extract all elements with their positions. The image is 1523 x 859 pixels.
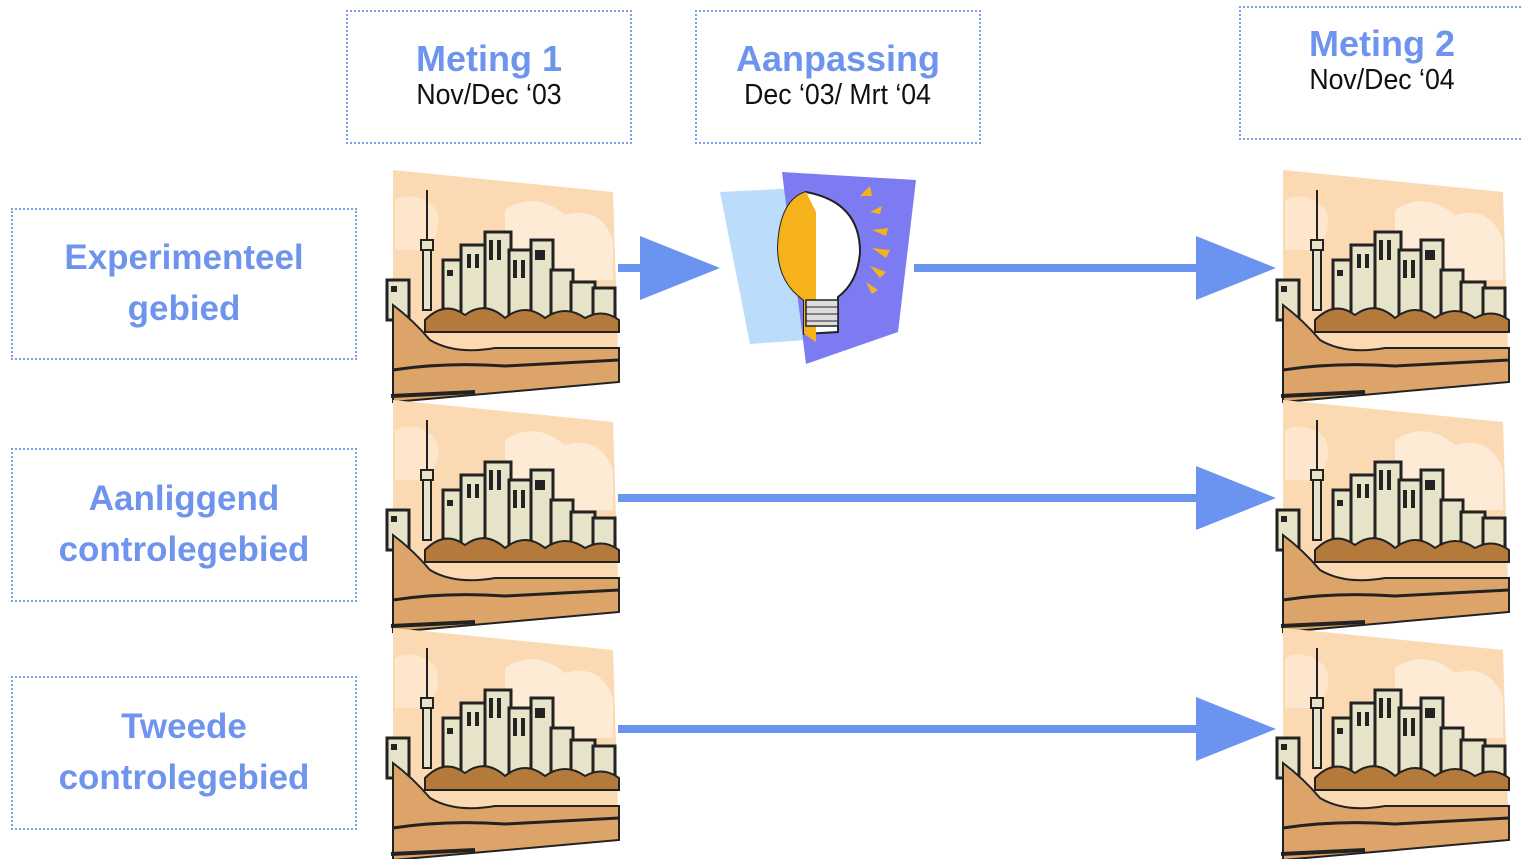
row-tweede-line2: controlegebied bbox=[58, 758, 310, 797]
row-aanliggend-line1: Aanliggend bbox=[88, 479, 280, 519]
city-icon-meting1-row3 bbox=[385, 626, 621, 859]
meting1-title: Meting 1 bbox=[415, 37, 562, 79]
aanpassing-title: Aanpassing bbox=[735, 37, 941, 79]
row-tweede-line1: Tweede bbox=[121, 707, 247, 747]
meting1-box: Meting 1 Nov/Dec ‘03 bbox=[346, 10, 632, 144]
row-experimenteel-box: Experimenteel gebied bbox=[11, 208, 357, 360]
city-icon-meting2-row2 bbox=[1275, 398, 1511, 634]
city-icon-meting2-row1 bbox=[1275, 168, 1511, 404]
meting2-box: Meting 2 Nov/Dec ‘04 bbox=[1239, 6, 1523, 140]
city-icon-meting1-row1 bbox=[385, 168, 621, 404]
row-aanliggend-box: Aanliggend controlegebied bbox=[11, 448, 357, 602]
row-tweede-box: Tweede controlegebied bbox=[11, 676, 357, 830]
meting2-date: Nov/Dec ‘04 bbox=[1309, 64, 1455, 96]
lightbulb-icon bbox=[719, 171, 917, 365]
city-icon-meting2-row3 bbox=[1275, 626, 1511, 859]
aanpassing-box: Aanpassing Dec ‘03/ Mrt ‘04 bbox=[695, 10, 981, 144]
row-aanliggend-line2: controlegebied bbox=[58, 530, 310, 569]
meting2-title: Meting 2 bbox=[1308, 23, 1455, 64]
row-experimenteel-line1: Experimenteel bbox=[64, 238, 304, 278]
aanpassing-date: Dec ‘03/ Mrt ‘04 bbox=[744, 78, 932, 111]
row-experimenteel-line2: gebied bbox=[127, 289, 241, 328]
city-icon-meting1-row2 bbox=[385, 398, 621, 634]
meting1-date: Nov/Dec ‘03 bbox=[416, 78, 562, 111]
